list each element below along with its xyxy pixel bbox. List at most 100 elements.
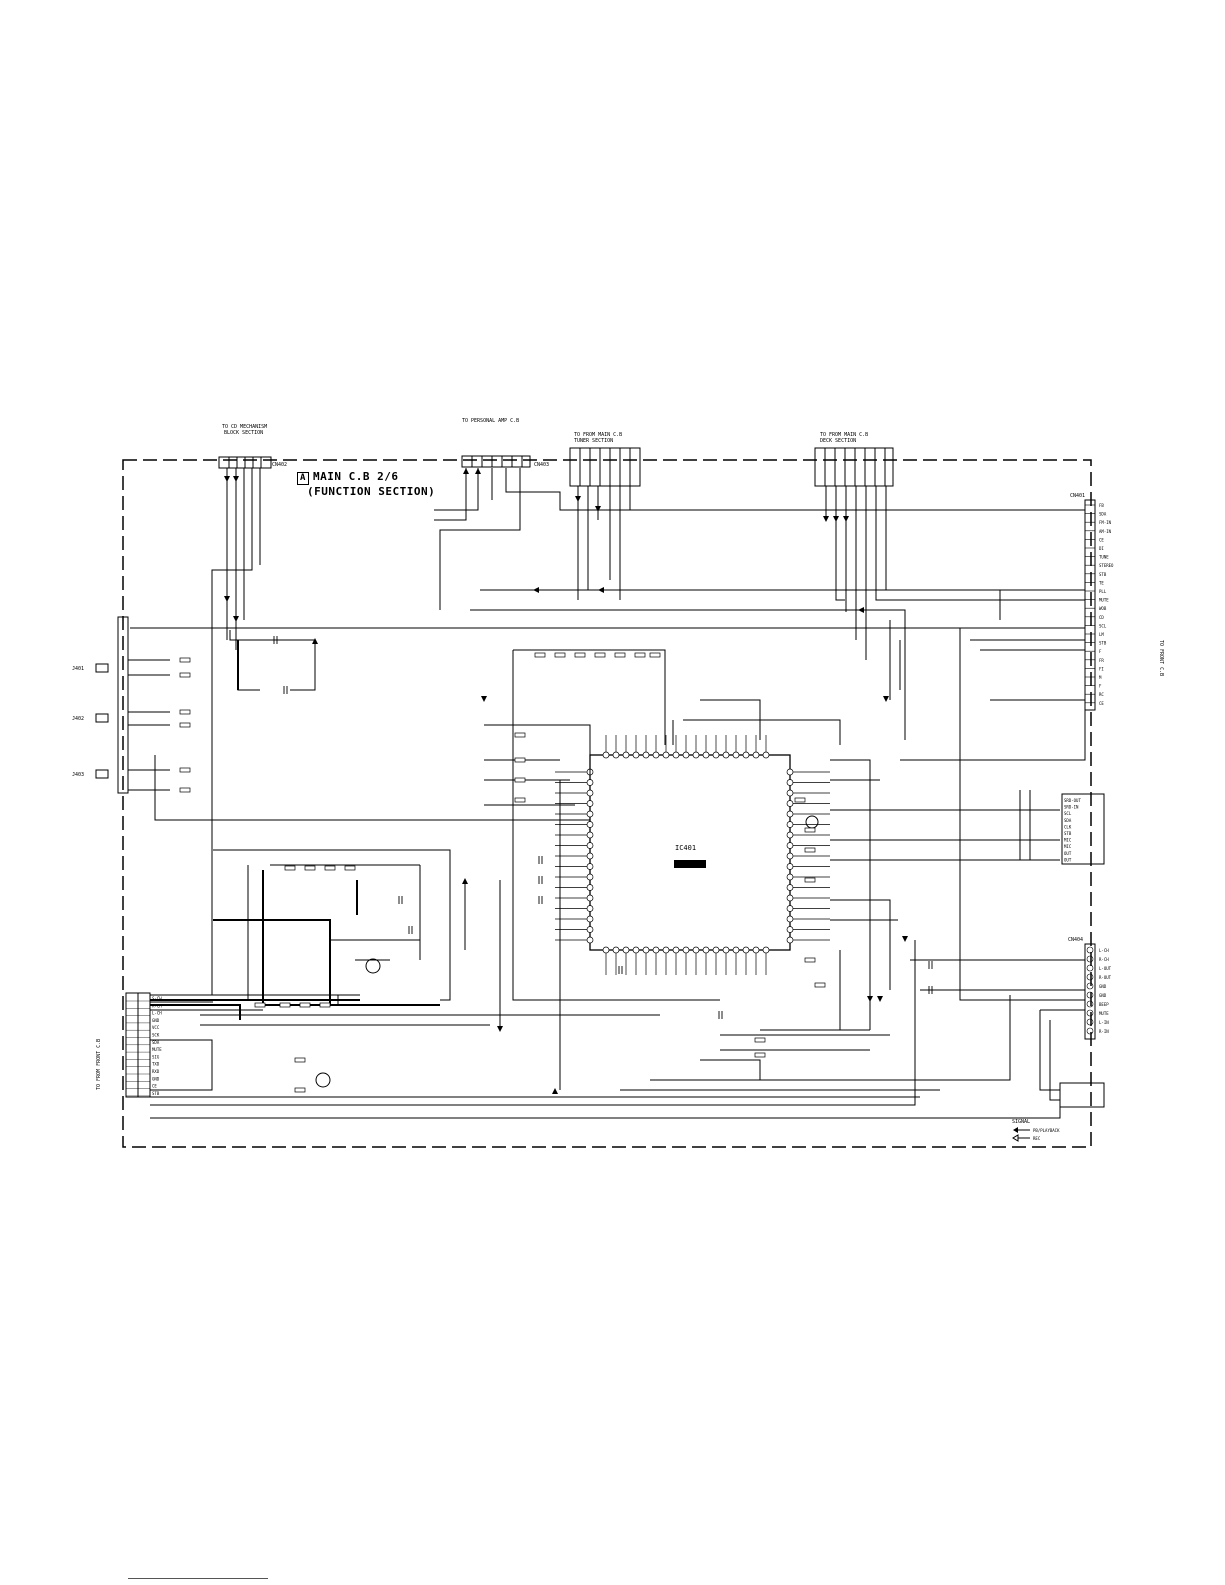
pin-label: CE: [1099, 701, 1104, 706]
pin-label: SDA: [152, 1040, 160, 1045]
pin-label: PLL: [1099, 589, 1107, 594]
svg-text:TO FROM MAIN C.B: TO FROM MAIN C.B: [820, 432, 868, 438]
connector-label-cn403: CN403: [534, 462, 549, 468]
legend-title: SIGNAL: [1012, 1119, 1030, 1125]
pin-label: SDA: [1064, 818, 1072, 823]
resistor: [594, 652, 606, 658]
resistor: [514, 777, 526, 783]
pin-label: STB: [1099, 641, 1107, 646]
signal-arrow: [883, 696, 889, 702]
pin-label: SRD-OUT: [1064, 798, 1081, 803]
wire: [150, 940, 916, 1106]
signal-arrow: [902, 936, 908, 942]
pin-label: OUT: [1064, 851, 1072, 856]
pin-label: MIC: [1064, 838, 1072, 843]
footer-rule: [128, 1578, 268, 1579]
wire: [650, 995, 1011, 1081]
signal-arrow: [312, 638, 318, 644]
signal-arrow: [497, 1026, 503, 1032]
wire: [959, 628, 1085, 1001]
pin-label: CLK: [1064, 824, 1072, 829]
signal-arrow: [224, 596, 230, 602]
pin-label: SRD-IN: [1064, 805, 1079, 810]
svg-text:TO FROM FRONT C.B: TO FROM FRONT C.B: [96, 1039, 102, 1090]
resistor: [179, 787, 191, 793]
pin-label: SCL: [1099, 623, 1107, 628]
pin-label: R-IN: [1099, 1029, 1109, 1034]
section-badge: A: [297, 472, 309, 485]
resistor: [614, 652, 626, 658]
wire: [434, 468, 467, 521]
board-outline: [122, 459, 1092, 1148]
resistor: [534, 652, 546, 658]
pin-label: LM: [1099, 632, 1104, 637]
signal-arrow: [533, 587, 539, 593]
pin-label: L-CH: [152, 1011, 162, 1016]
wire: [211, 468, 253, 995]
svg-text:DECK SECTION: DECK SECTION: [820, 438, 856, 444]
resistor: [284, 865, 296, 871]
connector-top-right-a: TO FROM MAIN C.B TUNER SECTION: [569, 432, 641, 487]
wire: [480, 589, 1001, 620]
svg-text:TO FRONT C.B: TO FRONT C.B: [1158, 640, 1164, 676]
connector-right: CN401 FBSDAFM-INAM-INCEDITUNESTEREOSTBTE…: [1070, 493, 1164, 711]
svg-text:J403: J403: [72, 772, 84, 778]
pin-label: R-OUT: [1099, 975, 1112, 980]
resistor: [649, 652, 661, 658]
resistor: [554, 652, 566, 658]
ic-ref: IC401: [675, 844, 696, 852]
wire: [875, 486, 1085, 601]
pin-label: TE: [1099, 580, 1104, 585]
pin-label: TXD: [152, 1062, 160, 1067]
resistor: [299, 1002, 311, 1008]
wire: [885, 486, 1085, 591]
wire: [700, 1059, 761, 1080]
resistor: [804, 847, 816, 853]
pin-label: SIG: [152, 1054, 160, 1059]
signal-arrow: [867, 996, 873, 1002]
signal-arrow: [475, 468, 481, 474]
pin-label: AM-IN: [1099, 529, 1112, 534]
pin-label: GND: [1099, 984, 1107, 989]
signal-arrow: [843, 516, 849, 522]
resistor: [804, 877, 816, 883]
svg-text:J402: J402: [72, 716, 84, 722]
signal-arrow: [598, 587, 604, 593]
signal-arrow: [877, 996, 883, 1002]
resistor: [279, 1002, 291, 1008]
resistor: [514, 797, 526, 803]
wire: [830, 899, 891, 990]
signal-arrow: [233, 616, 239, 622]
wire: [835, 486, 845, 601]
title-line1: MAIN C.B 2/6: [313, 470, 399, 483]
signal-arrow: [595, 506, 601, 512]
connector-bottom-left: S-CHR-CHL-CHGNDVCCSCKSDAMUTESIGTXDRXDGND…: [96, 992, 162, 1098]
pin-label: STB: [1099, 572, 1107, 577]
wire: [513, 649, 666, 745]
resistor: [514, 757, 526, 763]
pin-label: CE: [1099, 537, 1104, 542]
svg-text:J401: J401: [72, 666, 84, 672]
wire: [229, 630, 300, 641]
pin-label: OUT: [1064, 857, 1072, 862]
legend-item-rec: REC: [1033, 1136, 1041, 1141]
wire: [900, 710, 1086, 761]
connector-top-mid: TO PERSONAL AMP C.B CN403: [461, 418, 549, 468]
wire: [434, 468, 479, 511]
signal-legend: SIGNAL PB/PLAYBACK REC: [1012, 1119, 1060, 1142]
pin-label: STB: [152, 1091, 160, 1096]
wire-bold: [213, 919, 331, 1005]
signal-arrow: [833, 516, 839, 522]
wire: [290, 639, 316, 691]
wire-bold: [150, 1004, 241, 1020]
pin-label: L-OUT: [1099, 966, 1112, 971]
connector-label-cn401: CN401: [1070, 493, 1085, 499]
pin-label: WOB: [1099, 606, 1107, 611]
pin-label: SCK: [152, 1033, 160, 1038]
svg-text:TUNER SECTION: TUNER SECTION: [574, 438, 613, 444]
wire: [1039, 1010, 1060, 1091]
resistor: [754, 1037, 766, 1043]
resistor: [574, 652, 586, 658]
